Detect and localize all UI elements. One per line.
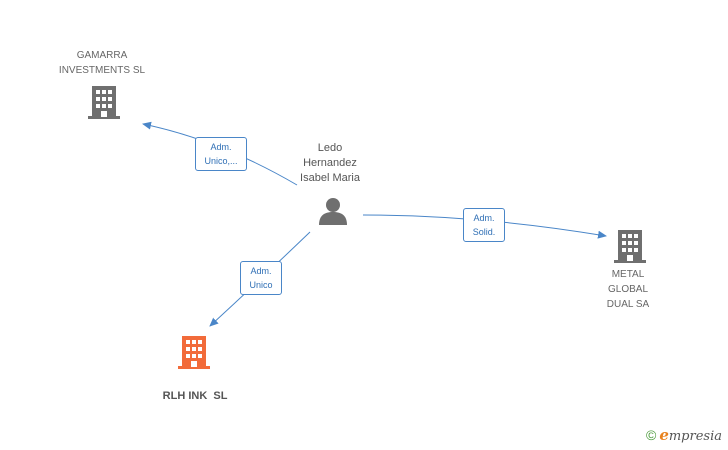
- edge-label-metal[interactable]: Adm. Solid.: [463, 208, 505, 242]
- brand-logo: empresia: [659, 426, 722, 444]
- company-name-line: DUAL SA: [606, 299, 650, 310]
- company-name-line: RLH INK SL: [162, 390, 228, 402]
- company-name-line: METAL: [611, 269, 645, 280]
- building-icon[interactable]: [614, 228, 646, 264]
- edge-label-rlh[interactable]: Adm. Unico: [240, 261, 282, 295]
- role-line: Unico: [249, 280, 273, 290]
- company-label-gamarra[interactable]: GAMARRA INVESTMENTS SL: [32, 48, 172, 78]
- company-label-metal[interactable]: METAL GLOBAL DUAL SA: [588, 267, 668, 312]
- company-name-line: INVESTMENTS SL: [58, 65, 146, 76]
- person-icon[interactable]: [318, 196, 348, 226]
- copyright-icon: ©: [645, 427, 657, 443]
- role-line: Unico,...: [204, 156, 238, 166]
- role-line: Adm.: [473, 213, 495, 223]
- person-label[interactable]: Ledo Hernandez Isabel Maria: [270, 141, 390, 186]
- role-line: Adm.: [210, 142, 232, 152]
- person-name-line: Isabel Maria: [300, 172, 360, 184]
- building-icon[interactable]: [178, 334, 210, 370]
- brand-footer[interactable]: ©empresia: [646, 426, 722, 444]
- building-icon[interactable]: [88, 84, 120, 120]
- person-name-line: Hernandez: [303, 157, 357, 169]
- role-line: Solid.: [472, 227, 496, 237]
- role-line: Adm.: [250, 266, 272, 276]
- edge-label-gamarra[interactable]: Adm. Unico,...: [195, 137, 247, 171]
- person-name-line: Ledo: [317, 142, 343, 154]
- company-label-rlh[interactable]: RLH INK SL: [130, 374, 254, 404]
- company-name-line: GLOBAL: [607, 284, 649, 295]
- company-name-line: GAMARRA: [76, 50, 128, 61]
